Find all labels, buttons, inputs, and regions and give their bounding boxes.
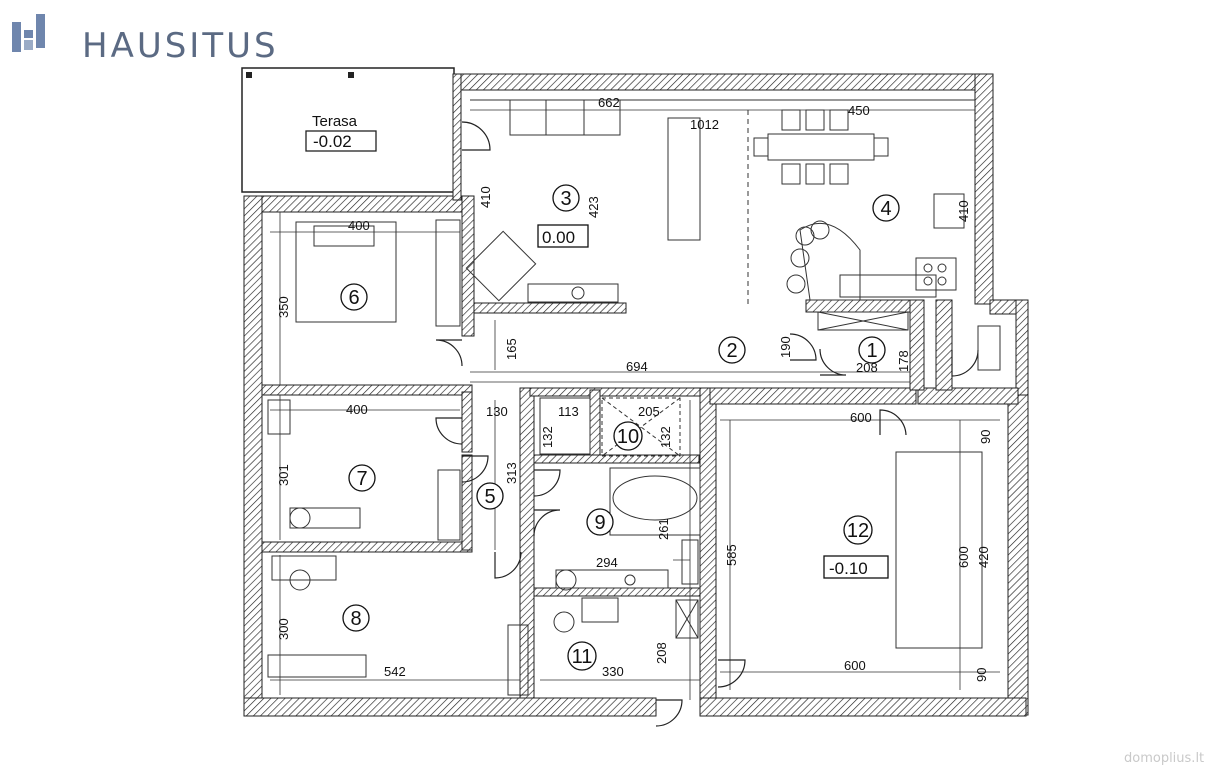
dim-90-top: 90 (978, 430, 993, 444)
dim-205: 205 (638, 404, 660, 419)
dim-423: 423 (586, 196, 601, 218)
dim-165: 165 (504, 338, 519, 360)
room-5: 5 (476, 482, 504, 510)
room-1-number: 1 (866, 340, 877, 362)
room-3-number: 3 (560, 188, 571, 210)
dim-208-bottom: 208 (654, 642, 669, 664)
doors (435, 121, 979, 727)
dim-130: 130 (486, 404, 508, 419)
furniture (267, 99, 1001, 696)
brand-logo: HAUSITUS (12, 14, 279, 66)
dim-410-left: 410 (478, 186, 493, 208)
room-5-number: 5 (484, 486, 495, 508)
dim-600-right: 600 (956, 546, 971, 568)
dim-190: 190 (778, 336, 793, 358)
room-4-number: 4 (880, 198, 891, 220)
room-11-number: 11 (572, 646, 593, 668)
room-1: 1 (858, 336, 886, 364)
room-3: 3 0.00 (537, 184, 589, 248)
room-numbers: 1 2 3 0.00 4 5 6 7 8 (340, 184, 900, 671)
dim-261: 261 (656, 518, 671, 540)
room-12: 12 -0.10 (823, 515, 889, 579)
room-4: 4 (872, 194, 900, 222)
dim-694: 694 (626, 359, 648, 374)
room-3-level: 0.00 (542, 228, 575, 247)
dim-90-bottom: 90 (974, 668, 989, 682)
room-11: 11 (567, 641, 597, 671)
dim-178: 178 (896, 350, 911, 372)
room-9-number: 9 (594, 512, 605, 534)
dim-132-left: 132 (540, 426, 555, 448)
exterior-walls (243, 73, 1029, 717)
room-7: 7 (348, 464, 376, 492)
dim-294: 294 (596, 555, 618, 570)
room-6: 6 (340, 283, 368, 311)
room-9: 9 (586, 508, 614, 536)
room-8: 8 (342, 604, 370, 632)
dim-113: 113 (558, 404, 579, 419)
watermark: domoplius.lt (1124, 751, 1204, 766)
terrace-level: -0.02 (313, 132, 352, 151)
brand-name: HAUSITUS (82, 26, 279, 66)
dim-301: 301 (276, 464, 291, 486)
room-12-level: -0.10 (829, 559, 868, 578)
dim-410-right: 410 (956, 200, 971, 222)
dim-330: 330 (602, 664, 624, 679)
dim-600-top: 600 (850, 410, 872, 425)
dim-313: 313 (504, 462, 519, 484)
room-2: 2 (718, 336, 746, 364)
dim-132-right: 132 (658, 426, 673, 448)
room-6-number: 6 (348, 287, 359, 309)
dim-350: 350 (276, 296, 291, 318)
room-12-number: 12 (847, 520, 869, 542)
terrace: Terasa -0.02 (241, 67, 455, 193)
dim-585: 585 (724, 544, 739, 566)
dim-662: 662 (598, 95, 620, 110)
logo-icon (12, 14, 45, 52)
room-7-number: 7 (356, 468, 367, 490)
dim-542: 542 (384, 664, 406, 679)
interior-walls (261, 195, 1019, 699)
terrace-label: Terasa (312, 113, 358, 130)
dim-1012: 1012 (690, 117, 719, 132)
dim-300: 300 (276, 618, 291, 640)
dim-420: 420 (976, 546, 991, 568)
dimension-labels: 662 1012 450 410 423 410 400 350 165 694… (276, 95, 993, 682)
dim-400-mid: 400 (346, 402, 368, 417)
room-8-number: 8 (350, 608, 361, 630)
dim-400-top: 400 (348, 218, 370, 233)
dim-208-right: 208 (856, 360, 878, 375)
room-10-number: 10 (617, 426, 639, 448)
dim-600-bottom: 600 (844, 658, 866, 673)
dim-450: 450 (848, 103, 870, 118)
room-2-number: 2 (726, 340, 737, 362)
room-10: 10 (613, 421, 643, 451)
